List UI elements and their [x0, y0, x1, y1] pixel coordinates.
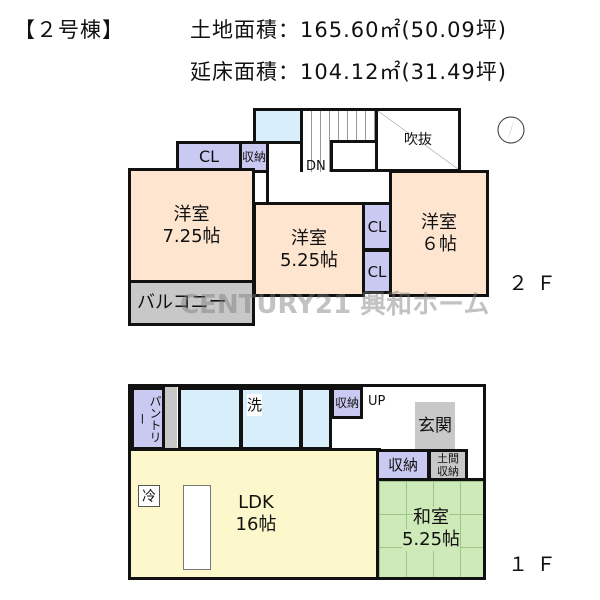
bathroom: [178, 387, 242, 450]
wall: [266, 141, 269, 203]
room-name: 洋室: [421, 211, 457, 233]
floor-area: 延床面積：104.12㎡(31.49坪): [190, 60, 507, 84]
closet-label: CL: [367, 262, 387, 281]
room-name: LDK: [238, 492, 274, 513]
stairs-dn: DN: [306, 159, 326, 174]
floor-1-label: １Ｆ: [508, 552, 564, 576]
closet-label: CL: [367, 217, 387, 236]
storage-2f: 収納: [239, 141, 269, 173]
balcony: バルコニー: [128, 280, 255, 326]
label-line: 収納: [437, 465, 459, 478]
washroom: 洗: [240, 387, 302, 450]
room-size: 7.25帖: [162, 225, 221, 247]
room-size: ６帖: [421, 233, 457, 255]
kitchen-counter: [183, 485, 211, 570]
entrance: 玄関: [415, 402, 455, 450]
void-2f: 吹抜: [375, 108, 461, 172]
pantry: パントリー: [131, 387, 165, 450]
closet-2f-b: CL: [362, 202, 392, 251]
floor-2-label: ２Ｆ: [508, 271, 564, 295]
fridge: 冷: [138, 485, 160, 507]
room-name: 洋室: [291, 227, 327, 249]
room-size: 16帖: [235, 514, 277, 535]
void-label: 吹抜: [404, 131, 432, 148]
storage-label: 収納: [334, 395, 359, 410]
storage-1f: 収納: [376, 449, 430, 481]
building-label: 【２号棟】: [14, 18, 124, 42]
closet-2f-a: CL: [176, 141, 242, 173]
closet-label: CL: [198, 147, 220, 166]
wall-column: [165, 387, 177, 450]
room-name: 和室: [413, 507, 449, 529]
toilet-1f: [300, 387, 332, 450]
stair-box: [330, 140, 378, 172]
earth-floor-storage: 土間収納: [428, 449, 468, 481]
room-size: 5.25帖: [279, 249, 339, 271]
storage-label: 収納: [242, 149, 267, 164]
land-area: 土地面積：165.60㎡(50.09坪): [190, 18, 507, 42]
stairs-up: UP: [368, 394, 386, 409]
entrance-label: 玄関: [418, 416, 452, 436]
toilet-2f: [253, 108, 303, 144]
north-arrow-icon: [497, 116, 525, 144]
room-name: 洋室: [173, 203, 210, 225]
balcony-label: バルコニー: [137, 292, 227, 313]
pantry-label: パントリー: [135, 394, 162, 443]
label-line: 土間: [437, 452, 459, 465]
storage-label: 収納: [387, 456, 418, 474]
room-size: 5.25帖: [401, 529, 461, 551]
wash-label: 洗: [247, 394, 263, 416]
storage-1f-small: 収納: [331, 387, 363, 419]
watermark: CENTURY21 興和ホーム: [180, 290, 490, 320]
